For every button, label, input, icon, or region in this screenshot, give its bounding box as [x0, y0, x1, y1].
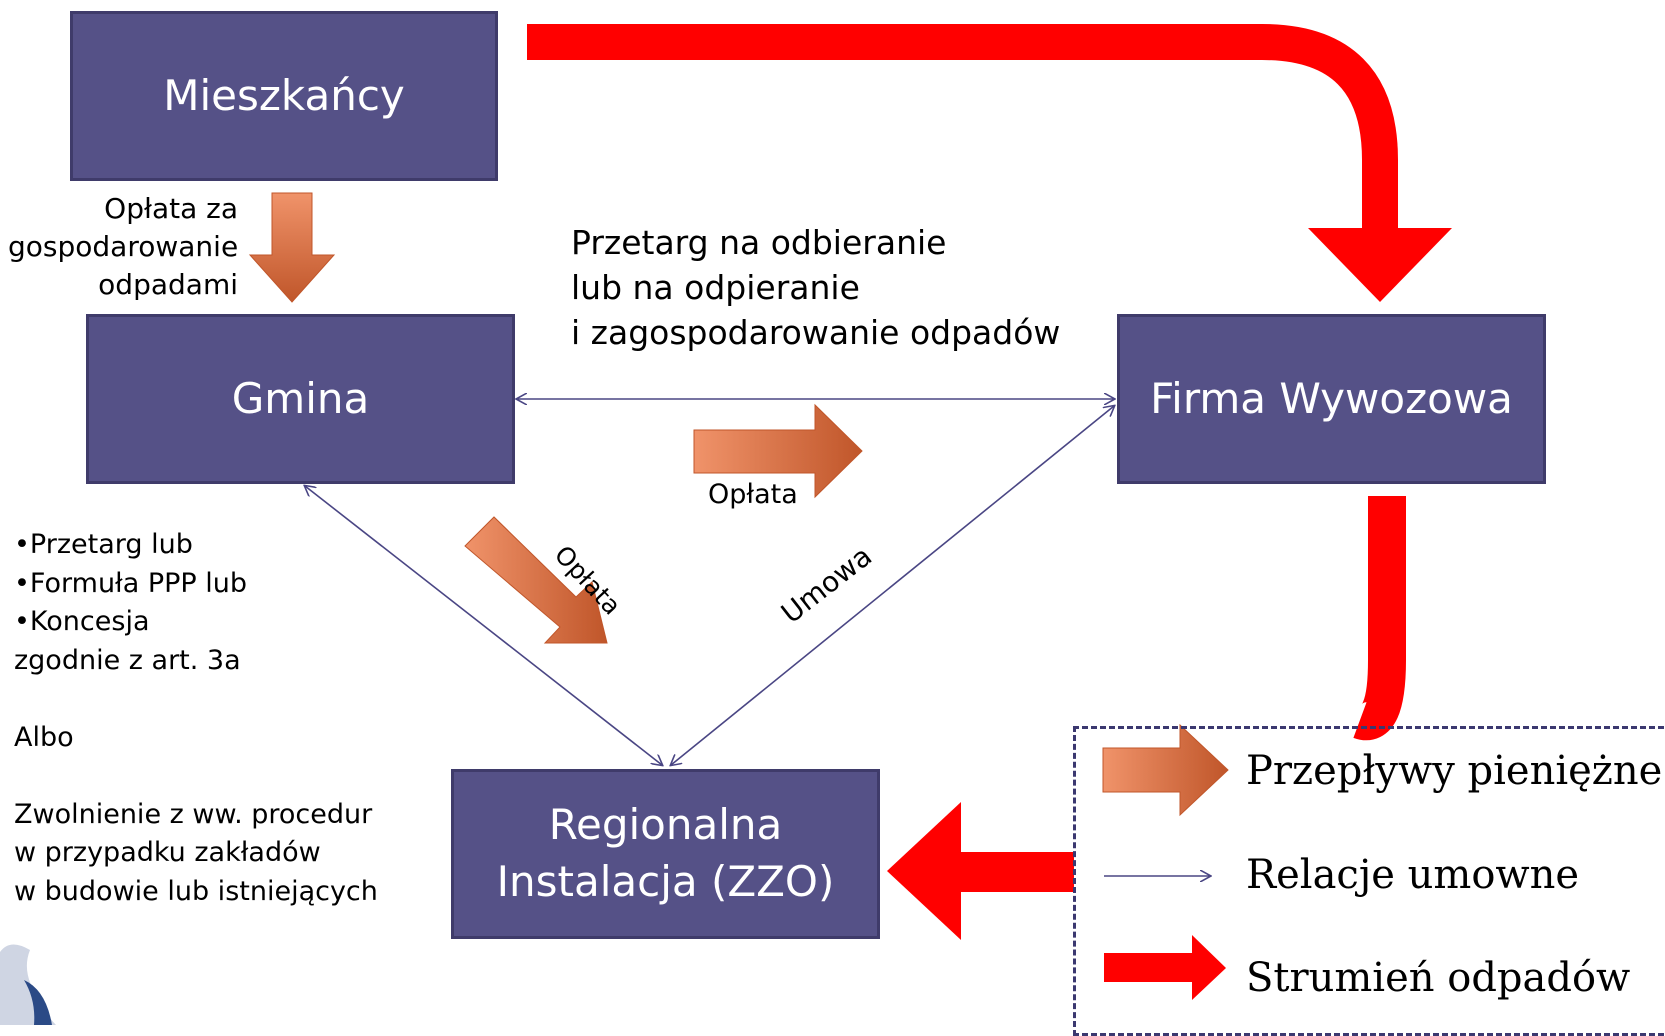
note-spacer — [14, 680, 378, 719]
note-line: •Formuła PPP lub — [14, 567, 248, 599]
note-line: w przypadku zakładów — [14, 837, 321, 868]
note-line: •Koncesja — [14, 606, 150, 637]
money-flow-gmina-firma — [693, 403, 863, 499]
label-przetarg: Przetarg na odbieranie lub na odpieranie… — [571, 220, 1060, 355]
node-ri-label-line1: Regionalna — [548, 800, 783, 850]
legend-contract-label: Relacje umowne — [1246, 852, 1580, 898]
note-spacer — [14, 757, 378, 796]
procedure-notes: •Przetarg lub •Formuła PPP lub •Koncesja… — [14, 526, 378, 911]
legend-waste-symbol — [1104, 935, 1226, 1000]
note-line: w budowie lub istniejących — [14, 875, 378, 907]
waste-flow-mieszkancy-firma — [527, 24, 1398, 228]
legend-waste-label: Strumień odpadów — [1246, 955, 1631, 1001]
note-line: Zwolnienie z ww. procedur — [14, 798, 373, 830]
money-flow-mieszkancy-gmina — [248, 192, 336, 303]
label-przetarg-line3: i zagospodarowanie odpadów — [571, 313, 1061, 352]
node-regionalna-instalacja: Regionalna Instalacja (ZZO) — [451, 769, 880, 939]
label-oplata-gosp-line2: gospodarowanie — [8, 230, 239, 263]
label-oplata-gosp-line1: Opłata za — [104, 192, 238, 225]
contract-gmina-ri — [305, 486, 662, 765]
node-mieszkancy-label: Mieszkańcy — [163, 70, 405, 120]
node-firma-wywozowa: Firma Wywozowa — [1117, 314, 1546, 484]
logo-fragment-dark — [24, 980, 52, 1025]
label-oplata-za-gospodarowanie: Opłata za gospodarowanie odpadami — [8, 190, 238, 304]
money-flow-gmina-ri — [464, 516, 608, 644]
legend-money-label: Przepływy pieniężne — [1246, 748, 1663, 794]
note-line: zgodnie z art. 3a — [14, 644, 241, 676]
contract-firma-ri — [671, 406, 1114, 765]
node-gmina-label: Gmina — [231, 373, 370, 423]
waste-flow-arrowhead-firma — [1308, 228, 1452, 302]
legend-money-symbol — [1102, 723, 1229, 817]
label-oplata-gmina-firma: Opłata — [708, 479, 798, 510]
waste-flow-firma-vertical — [1353, 496, 1406, 741]
note-line: •Przetarg lub — [14, 529, 193, 560]
node-ri-label-line2: Instalacja (ZZO) — [496, 857, 835, 906]
label-przetarg-line2: lub na odpieranie — [571, 268, 860, 307]
node-firma-label: Firma Wywozowa — [1150, 373, 1513, 423]
node-gmina: Gmina — [86, 314, 515, 484]
waste-flow-arrowhead-ri — [887, 802, 961, 940]
label-przetarg-line1: Przetarg na odbieranie — [571, 223, 947, 262]
note-line: Albo — [14, 721, 74, 753]
waste-flow-ri-shaft — [960, 852, 1074, 892]
node-mieszkancy: Mieszkańcy — [70, 11, 498, 181]
label-oplata-gosp-line3: odpadami — [98, 268, 238, 301]
